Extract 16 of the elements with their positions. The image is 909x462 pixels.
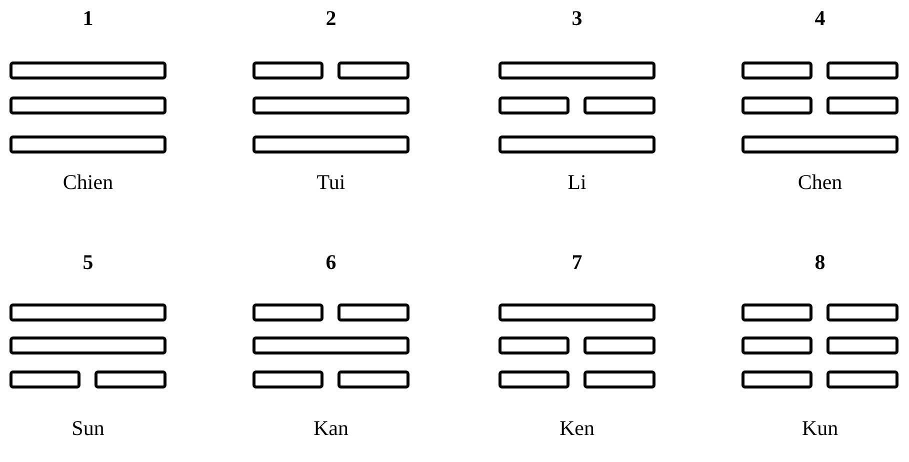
trigram-name: Chien [62, 172, 114, 193]
trigram-name: Chen [798, 172, 842, 193]
trigram-name: Kun [802, 418, 838, 439]
trigram-name: Tui [316, 172, 346, 193]
figure-number: 1 [82, 8, 94, 29]
figure-number: 3 [572, 8, 582, 29]
trigram-name: Li [568, 172, 586, 193]
figure-number: 6 [326, 252, 336, 273]
figure-number: 5 [82, 252, 94, 273]
trigram-name: Ken [560, 418, 594, 439]
figure-number: 2 [326, 8, 336, 29]
figure-number: 4 [814, 8, 826, 29]
figure-number: 8 [814, 252, 826, 273]
trigram-name: Kan [314, 418, 348, 439]
figure-number: 7 [572, 252, 582, 273]
trigram-name: Sun [72, 418, 104, 439]
